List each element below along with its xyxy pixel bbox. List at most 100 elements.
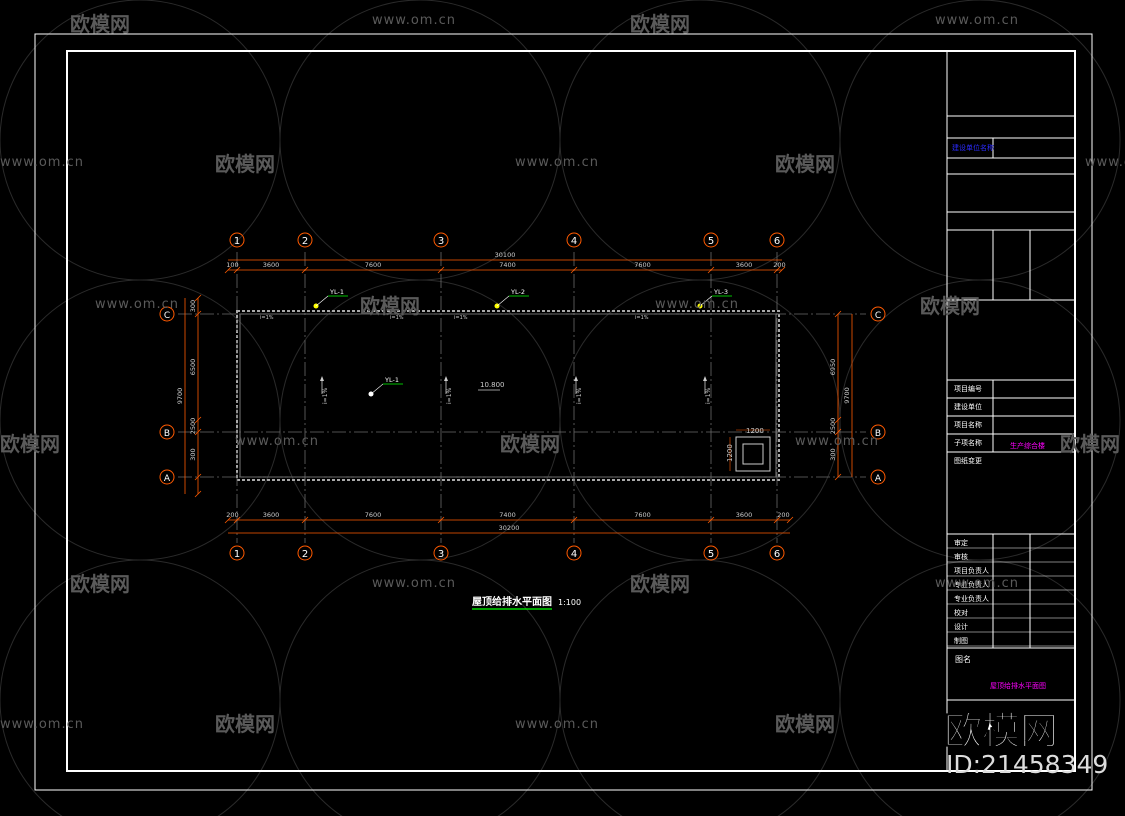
axis-label-3: 3 bbox=[438, 549, 444, 560]
tb-label: 项目编号 bbox=[954, 384, 982, 393]
axis-bubble-4 bbox=[566, 232, 582, 248]
dim-total-label: 9700 bbox=[843, 387, 851, 404]
drain-tag: YL-1 bbox=[384, 376, 399, 384]
dim-label: 6950 bbox=[829, 359, 837, 376]
axis-label-4: 4 bbox=[571, 236, 577, 247]
axis-label-B: B bbox=[164, 429, 170, 439]
slope-label: i=1% bbox=[390, 315, 404, 321]
title-block-lines bbox=[947, 115, 1075, 701]
dim-tick bbox=[707, 516, 715, 524]
drawing-title: 屋顶给排水平面图 bbox=[472, 595, 552, 608]
watermark-id: ID:21458349 bbox=[946, 750, 1109, 779]
watermark-brand: 欧模网 bbox=[920, 294, 980, 318]
watermark-url: www.om.cn bbox=[0, 155, 84, 170]
axis-bubble-C bbox=[159, 306, 175, 322]
tb-signature-label: 专业负责人 bbox=[954, 594, 989, 603]
watermark-brand: 欧模网 bbox=[500, 432, 560, 456]
dim-label: 300 bbox=[189, 448, 197, 460]
axis-bubble-A bbox=[159, 469, 175, 485]
dim-label: 3600 bbox=[736, 261, 753, 269]
tb-label: 建设单位 bbox=[954, 402, 982, 411]
dim-tick bbox=[834, 428, 842, 436]
dim-tick bbox=[834, 416, 842, 424]
dim-tick bbox=[224, 516, 232, 524]
tb-signature-label: 审定 bbox=[954, 538, 968, 547]
dim-tick bbox=[786, 516, 794, 524]
dim-tick bbox=[437, 266, 445, 274]
dim-tick bbox=[834, 473, 842, 481]
axis-bubble-2 bbox=[297, 545, 313, 561]
axis-label-C: C bbox=[164, 311, 170, 321]
tb-signature-label: 设计 bbox=[954, 622, 968, 631]
dim-label: 7400 bbox=[499, 511, 516, 519]
dim-label: 100 bbox=[226, 261, 238, 269]
inner-frame bbox=[66, 50, 1076, 772]
dim-tick bbox=[301, 266, 309, 274]
watermark-logo: 欧模网 bbox=[943, 709, 1059, 754]
dim-tick bbox=[194, 473, 202, 481]
watermark-url: www.om.cn bbox=[795, 434, 879, 449]
dim-label: 3600 bbox=[263, 511, 280, 519]
dim-tick bbox=[301, 516, 309, 524]
dim-label: 3600 bbox=[736, 511, 753, 519]
slope-label: i=1% bbox=[454, 315, 468, 321]
watermark-url: www.om.cn bbox=[235, 434, 319, 449]
outer-frame bbox=[34, 33, 1093, 791]
dim-label: 7600 bbox=[634, 511, 651, 519]
tb-signature-label: 项目负责人 bbox=[954, 566, 989, 575]
dim-tick bbox=[773, 516, 781, 524]
dim-label: 7600 bbox=[365, 511, 382, 519]
dim-tick bbox=[224, 266, 232, 274]
dim-tick bbox=[570, 266, 578, 274]
axis-bubble-3 bbox=[433, 232, 449, 248]
dim-tick bbox=[233, 266, 241, 274]
tb-label: 子项名称 bbox=[954, 438, 982, 447]
axis-bubble-4 bbox=[566, 545, 582, 561]
axis-bubble-1 bbox=[229, 545, 245, 561]
drain-tag: YL-2 bbox=[510, 288, 525, 296]
watermark-brand: 欧模网 bbox=[1060, 432, 1120, 456]
dim-tick bbox=[194, 428, 202, 436]
watermark-url: www.om.cn bbox=[515, 155, 599, 170]
dim-label: 200 bbox=[226, 511, 238, 519]
dim-tick bbox=[570, 516, 578, 524]
axis-bubble-B bbox=[159, 424, 175, 440]
dim-label: 7600 bbox=[634, 261, 651, 269]
dim-label: 2500 bbox=[829, 418, 837, 435]
tb-signature-label: 专业负责人 bbox=[954, 580, 989, 589]
tb-signature-label: 校对 bbox=[954, 608, 968, 617]
dim-tick bbox=[834, 310, 842, 318]
slope-arrowhead-icon bbox=[320, 376, 324, 381]
dim-label: 7600 bbox=[365, 261, 382, 269]
dim-label: 200 bbox=[773, 261, 785, 269]
axis-bubble-6 bbox=[769, 545, 785, 561]
slope-arrowhead-icon bbox=[703, 376, 707, 381]
slope-label: i=1% bbox=[322, 387, 329, 404]
tb-label: 图纸变更 bbox=[954, 456, 982, 465]
axis-label-6: 6 bbox=[774, 549, 780, 560]
watermark-url: www.om.cn bbox=[0, 717, 84, 732]
drain-leader bbox=[370, 383, 384, 395]
tb-signature-label: 制图 bbox=[954, 636, 968, 645]
dim-total-label: 9700 bbox=[176, 388, 184, 405]
axis-label-1: 1 bbox=[234, 549, 240, 560]
watermark-url: www.om.cn bbox=[655, 297, 739, 312]
axis-label-2: 2 bbox=[302, 549, 308, 560]
dim-label: 7400 bbox=[499, 261, 516, 269]
dim-label: 2500 bbox=[189, 418, 197, 435]
watermark-brand: 欧模网 bbox=[70, 12, 130, 36]
watermark-brand: 欧模网 bbox=[215, 152, 275, 176]
dim-tick bbox=[778, 266, 786, 274]
axis-label-4: 4 bbox=[571, 549, 577, 560]
slope-label: i=1% bbox=[446, 387, 453, 404]
dim-total-label: 30200 bbox=[499, 524, 520, 532]
watermark-url: www.om.cn bbox=[95, 297, 179, 312]
watermark-brand: 欧模网 bbox=[360, 294, 420, 318]
axis-bubble-B bbox=[870, 424, 886, 440]
axis-label-A: A bbox=[875, 474, 882, 484]
slope-arrowhead-icon bbox=[574, 376, 578, 381]
axis-label-3: 3 bbox=[438, 236, 444, 247]
watermark-brand: 欧模网 bbox=[630, 572, 690, 596]
slope-arrowhead-icon bbox=[444, 376, 448, 381]
